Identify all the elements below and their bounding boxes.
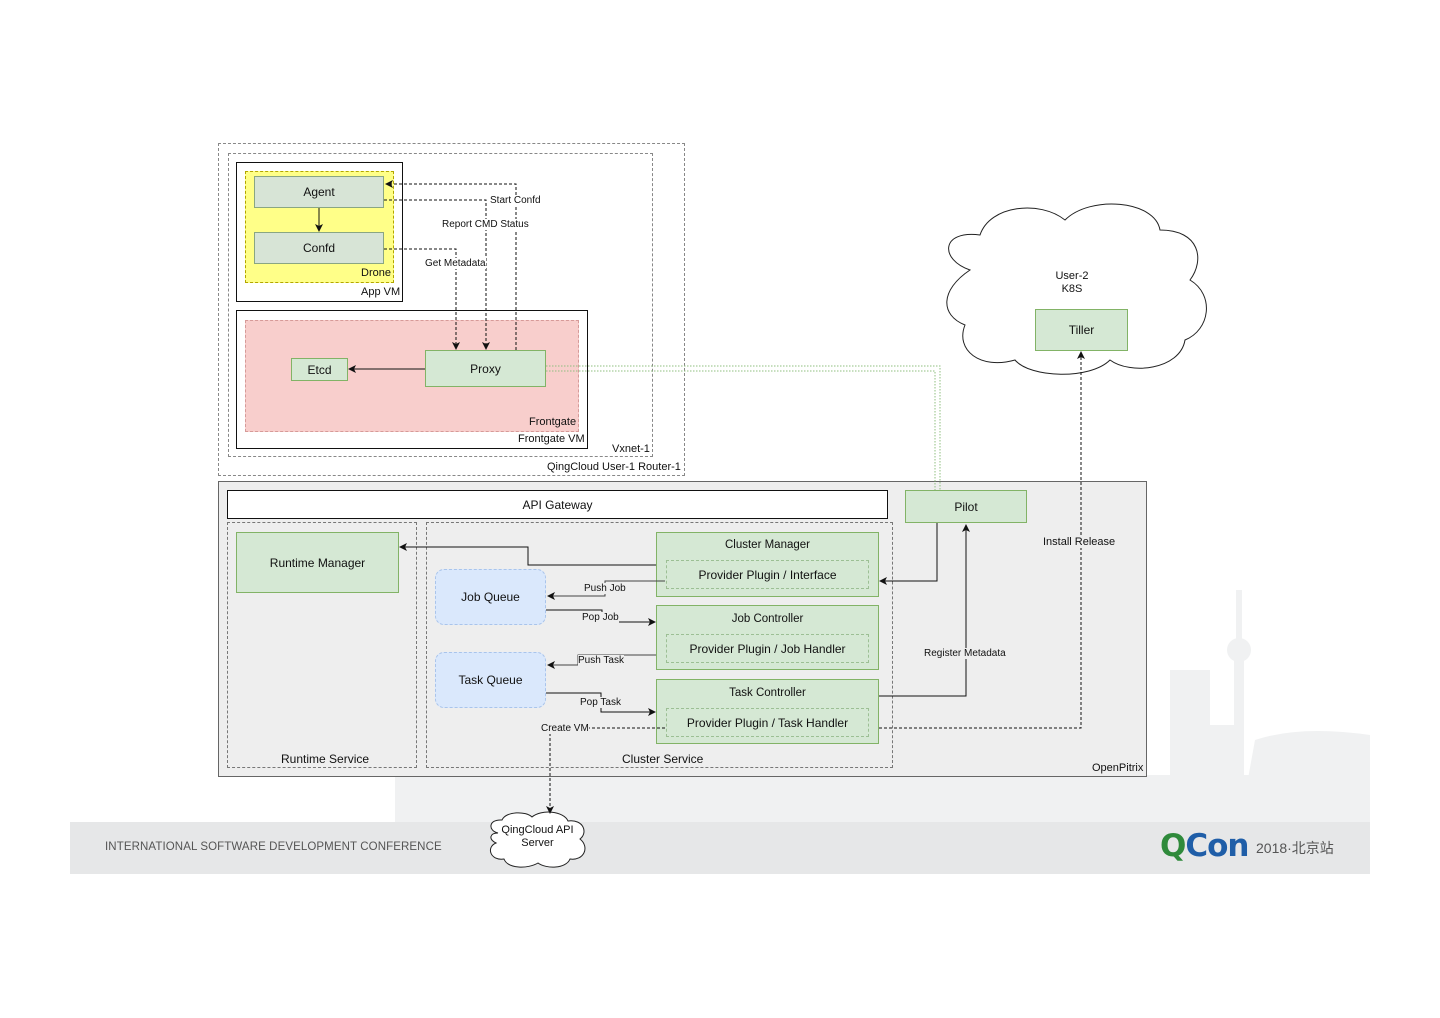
router-label: QingCloud User-1 Router-1 bbox=[547, 461, 681, 473]
task-controller-plugin[interactable]: Provider Plugin / Task Handler bbox=[666, 708, 869, 737]
pop-job-label: Pop Job bbox=[582, 612, 619, 623]
qcon-subtitle: 2018·北京站 bbox=[1256, 840, 1334, 856]
conference-name: INTERNATIONAL SOFTWARE DEVELOPMENT CONFE… bbox=[105, 841, 442, 853]
cluster-service-label: Cluster Service bbox=[622, 752, 704, 766]
runtime-service-label: Runtime Service bbox=[281, 752, 370, 766]
push-task-label: Push Task bbox=[578, 655, 624, 666]
report-cmd-status-label: Report CMD Status bbox=[442, 219, 529, 230]
agent-node[interactable]: Agent bbox=[254, 176, 384, 208]
frontgate-vm-label: Frontgate VM bbox=[518, 433, 585, 445]
job-controller-title: Job Controller bbox=[731, 613, 804, 625]
cluster-manager-title: Cluster Manager bbox=[724, 539, 810, 551]
cluster-manager-plugin[interactable]: Provider Plugin / Interface bbox=[666, 560, 869, 589]
openpitrix-label: OpenPitrix bbox=[1092, 762, 1144, 774]
user2-label: User-2 bbox=[1055, 270, 1089, 282]
push-job-label: Push Job bbox=[584, 583, 626, 594]
job-controller-node[interactable]: Job Controller Provider Plugin / Job Han… bbox=[656, 605, 879, 670]
qingcloud-api-line2: Server bbox=[521, 837, 554, 849]
confd-node[interactable]: Confd bbox=[254, 232, 384, 264]
router-region bbox=[218, 143, 685, 476]
qcon-logo-q: Q bbox=[1160, 828, 1186, 864]
frontgate-label: Frontgate bbox=[529, 416, 577, 428]
app-vm-label: App VM bbox=[361, 286, 401, 298]
drone-label: Drone bbox=[361, 267, 391, 279]
etcd-node[interactable]: Etcd bbox=[291, 358, 348, 381]
create-vm-label: Create VM bbox=[541, 723, 589, 734]
vxnet-label: Vxnet-1 bbox=[612, 443, 650, 455]
user2-k8s-label: User-2 K8S bbox=[1040, 270, 1104, 296]
qingcloud-api-label: QingCloud API Server bbox=[490, 824, 585, 850]
proxy-node[interactable]: Proxy bbox=[425, 350, 546, 387]
task-queue-node[interactable]: Task Queue bbox=[435, 652, 546, 708]
install-release-label: Install Release bbox=[1043, 536, 1116, 548]
task-controller-title: Task Controller bbox=[729, 687, 806, 699]
k8s-label: K8S bbox=[1061, 283, 1083, 295]
qcon-logo-con: Con bbox=[1185, 828, 1249, 864]
qcon-logo: QCon bbox=[1160, 828, 1249, 864]
register-metadata-label: Register Metadata bbox=[924, 648, 1006, 659]
pilot-node[interactable]: Pilot bbox=[905, 490, 1027, 523]
pop-task-label: Pop Task bbox=[580, 697, 621, 708]
start-confd-label: Start Confd bbox=[490, 195, 541, 206]
qingcloud-api-line1: QingCloud API bbox=[501, 824, 574, 836]
task-controller-node[interactable]: Task Controller Provider Plugin / Task H… bbox=[656, 679, 879, 744]
qingcloud-api-cloud bbox=[489, 811, 586, 868]
runtime-service-region bbox=[227, 522, 417, 768]
get-metadata-label: Get Metadata bbox=[425, 258, 486, 269]
api-gateway-node[interactable]: API Gateway bbox=[227, 490, 888, 519]
job-queue-node[interactable]: Job Queue bbox=[435, 569, 546, 625]
cluster-manager-node[interactable]: Cluster Manager Provider Plugin / Interf… bbox=[656, 532, 879, 597]
runtime-manager-node[interactable]: Runtime Manager bbox=[236, 532, 399, 593]
vxnet-region bbox=[228, 153, 653, 457]
footer-band bbox=[70, 822, 1370, 874]
tiller-node[interactable]: Tiller bbox=[1035, 309, 1128, 351]
job-controller-plugin[interactable]: Provider Plugin / Job Handler bbox=[666, 634, 869, 663]
